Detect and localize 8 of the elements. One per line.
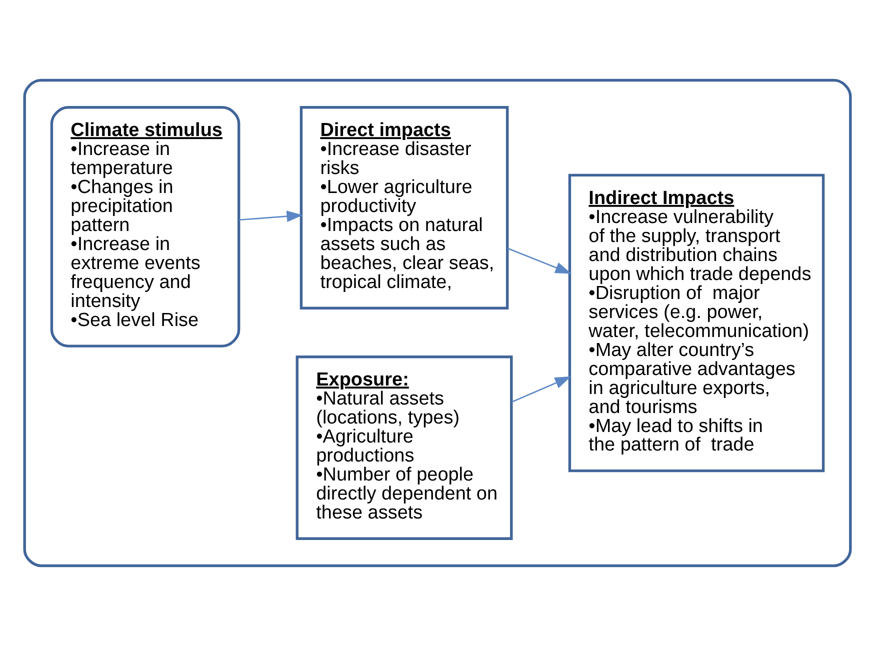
arrow [239,210,304,222]
node-box: Indirect Impacts •Increase vulnerability of the supply, transport and distribution chains upon which trade depends •Disruption of major services (e.g. power, water, telecommunication) •May alter country’s comparative advantages in agriculture exports, and tourisms •May lead to shifts in the pattern of trade [568,174,825,472]
node-box: Climate stimulus •Increase in temperature •Changes in precipitation pattern •Increase in extreme events frequency and intensity •Sea level Rise [50,106,240,348]
arrow [512,376,572,403]
node-box: Direct impacts •Increase disaster risks •Lower agriculture productivity •Impacts on natural assets such as beaches, clear seas, tropical climate, [300,106,509,310]
cluster [23,78,852,568]
arrow [507,248,572,274]
node-box: Exposure: •Natural assets (locations, types) •Agriculture productions •Number of people directly dependent on these assets [296,356,513,540]
